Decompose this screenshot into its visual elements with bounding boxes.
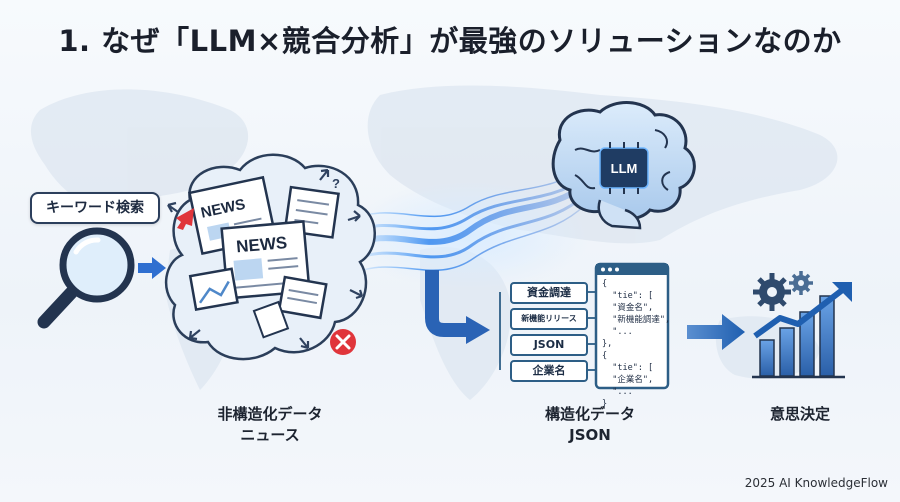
caption-unstructured-line1: 非構造化データ <box>217 405 323 423</box>
json-line: } <box>602 399 608 409</box>
field-json: JSON <box>510 334 588 356</box>
magnifier-icon <box>37 227 135 329</box>
cursor-icon <box>176 208 194 230</box>
gear-icon <box>753 273 791 311</box>
field-funding: 資金調達 <box>510 282 588 304</box>
elbow-arrow <box>425 270 490 344</box>
json-line: "企業名", <box>602 375 654 385</box>
json-line: }, <box>602 339 613 349</box>
growth-chart-icon <box>752 282 852 379</box>
field-new-feature: 新機能リリース <box>510 308 588 330</box>
json-line: "tie": [ <box>602 291 654 301</box>
json-line: { <box>602 279 608 289</box>
caption-unstructured: 非構造化データ ニュース <box>190 404 350 446</box>
keyword-search-label: キーワード検索 <box>30 192 160 224</box>
data-flow-stream <box>343 167 587 279</box>
json-line: "... <box>602 327 633 337</box>
field-connectors <box>499 291 596 371</box>
error-icon <box>330 329 356 355</box>
json-code: { "tie": [ "資金名", "新機能調達", "...}, { "tie"… <box>602 278 670 410</box>
caption-structured: 構造化データ JSON <box>510 404 670 446</box>
gear-small-icon <box>789 271 813 295</box>
json-line: { <box>602 351 608 361</box>
json-line: "資金名", <box>602 303 654 313</box>
chart-card-icon <box>277 275 328 320</box>
json-window <box>594 262 670 390</box>
chaos-arrows-icon <box>167 168 364 350</box>
news-heading-front: NEWS <box>235 233 287 256</box>
caption-structured-line1: 構造化データ <box>544 405 635 423</box>
json-line: "新機能調達", <box>602 315 671 325</box>
page-title: 1. なぜ「LLM×競合分析」が最強のソリューションなのか <box>58 24 842 58</box>
doc-small-icon <box>252 300 290 339</box>
json-line: "tie": [ <box>602 363 654 373</box>
image-card-icon <box>188 267 239 312</box>
llm-chip-label: LLM <box>611 161 638 176</box>
json-line: "... <box>602 387 633 397</box>
caption-unstructured-line2: ニュース <box>240 426 300 444</box>
svg-text:?: ? <box>332 176 340 191</box>
field-company: 企業名 <box>510 360 588 382</box>
caption-decision: 意思決定 <box>769 405 830 423</box>
caption-structured-line2: JSON <box>569 426 611 444</box>
chip-icon <box>599 142 649 194</box>
footer-credit: 2025 AI KnowledgeFlow <box>744 476 888 490</box>
small-arrow-icon <box>138 257 166 279</box>
decision-arrow <box>687 314 745 350</box>
